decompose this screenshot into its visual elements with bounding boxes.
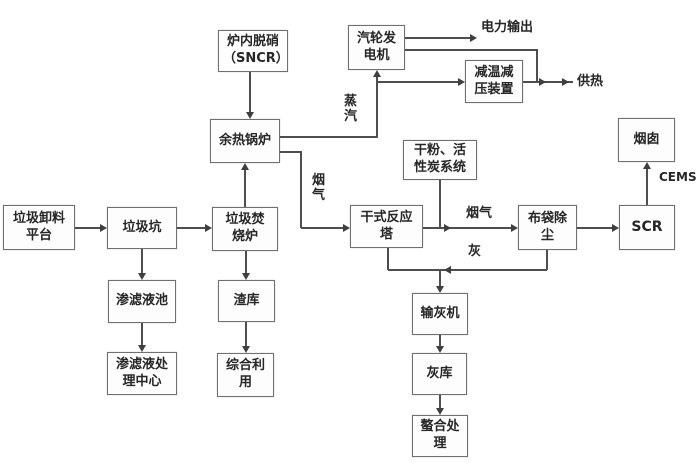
arrowhead-down-icon (242, 273, 250, 280)
arrowhead-left-icon (444, 266, 451, 274)
connector-line (388, 269, 547, 271)
connector-line (377, 81, 458, 83)
connector-line (245, 251, 247, 273)
connector-line (376, 75, 378, 137)
node-comprehensive-use: 综合利用 (217, 353, 274, 397)
node-pressure-reducer: 减温减压装置 (465, 60, 523, 103)
label-ash: 灰 (468, 244, 482, 259)
label-flue-gas-duct: 烟气 (466, 206, 493, 221)
connector-line (249, 72, 251, 112)
arrowhead-right-icon (444, 224, 451, 232)
arrowhead-down-icon (138, 345, 146, 352)
arrowhead-right-icon (470, 34, 477, 42)
arrowhead-down-icon (242, 346, 250, 353)
arrowhead-right-icon (458, 78, 465, 86)
connector-line (75, 227, 100, 229)
node-ash-store: 灰库 (412, 353, 467, 395)
arrowhead-down-icon (436, 286, 444, 293)
connector-line (387, 248, 389, 270)
connector-line (439, 395, 441, 408)
arrowhead-up-icon (373, 70, 381, 77)
connector-line (280, 136, 378, 138)
node-chimney: 烟囱 (618, 118, 675, 162)
connector-line (280, 151, 302, 153)
node-baghouse: 布袋除尘 (518, 205, 577, 250)
node-scr: SCR (619, 205, 675, 250)
arrowhead-right-icon (343, 224, 350, 232)
connector-line (523, 81, 573, 83)
node-ash-conveyor: 输灰机 (412, 293, 468, 335)
arrowhead-right-icon (100, 224, 107, 232)
node-steam-turbine-generator: 汽轮发电机 (348, 25, 405, 70)
connector-line (439, 180, 441, 228)
connector-line (536, 49, 538, 83)
connector-line (439, 270, 441, 286)
node-chelation-treatment: 螯合处理 (412, 415, 468, 457)
node-dry-reaction-tower: 干式反应塔 (350, 205, 423, 248)
connector-line (245, 322, 247, 346)
label-steam: 蒸汽 (344, 94, 358, 124)
connector-line (577, 227, 612, 229)
connector-line (423, 227, 511, 229)
arrowhead-down-icon (246, 112, 254, 119)
connector-line (646, 167, 648, 205)
node-waste-heat-boiler: 余热锅炉 (210, 119, 280, 163)
arrowhead-down-icon (436, 346, 444, 353)
node-slag-store: 渣库 (218, 280, 275, 322)
label-cems: CEMS (659, 170, 697, 184)
arrowhead-right-icon (205, 224, 212, 232)
arrowhead-down-icon (138, 273, 146, 280)
connector-line (405, 49, 538, 51)
connector-line (141, 323, 143, 345)
connector-line (300, 151, 302, 228)
label-power-output: 电力输出 (481, 20, 534, 35)
connector-line (301, 227, 343, 229)
connector-line (405, 37, 470, 39)
node-incinerator: 垃圾焚烧炉 (212, 207, 278, 251)
node-leachate-pool: 渗滤液池 (108, 280, 176, 323)
connector-line (546, 250, 548, 270)
connector-line (141, 249, 143, 273)
arrowhead-up-icon (643, 162, 651, 169)
node-leachate-center: 渗滤液处理中心 (107, 352, 177, 395)
connector-line (244, 168, 246, 207)
arrowhead-right-icon (612, 224, 619, 232)
node-waste-pit: 垃圾坑 (107, 207, 177, 249)
node-sncr: 炉内脱硝（SNCR） (218, 30, 289, 72)
arrowhead-right-icon (539, 78, 546, 86)
connector-line (177, 227, 205, 229)
label-flue-gas-boiler: 烟气 (312, 173, 326, 203)
arrowhead-right-icon (511, 224, 518, 232)
label-heat-supply: 供热 (577, 74, 604, 89)
connector-line (439, 335, 441, 346)
arrowhead-right-icon (562, 78, 569, 86)
arrowhead-down-icon (436, 408, 444, 415)
node-unload-platform: 垃圾卸料平台 (3, 205, 75, 250)
arrowhead-up-icon (241, 163, 249, 170)
node-powder-carbon-system: 干粉、活性炭系统 (403, 140, 477, 180)
